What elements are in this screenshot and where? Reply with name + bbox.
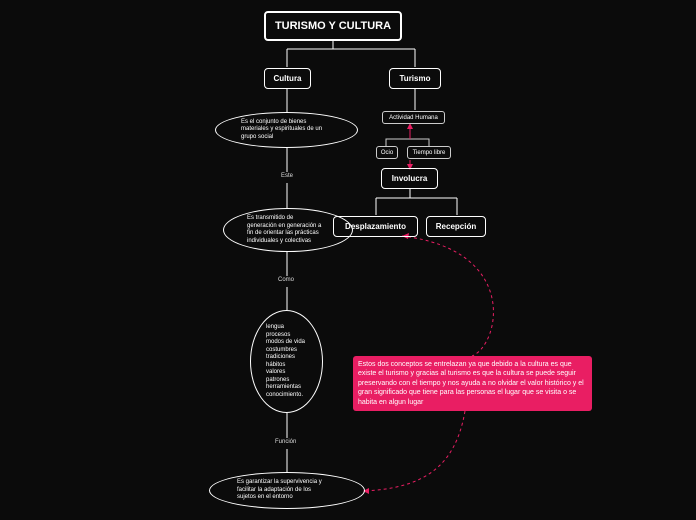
node-transmitido[interactable]: Es transmitido de generación en generaci… xyxy=(223,208,353,252)
label-como: Como xyxy=(276,276,297,284)
definicion-cultura-text: Es el conjunto de bienes materiales y es… xyxy=(241,118,323,140)
node-tiempo-libre[interactable]: Tiempo libre xyxy=(407,146,451,159)
node-elementos[interactable]: lengua procesos modos de vida costumbres… xyxy=(250,310,323,413)
node-ocio[interactable]: Ocio xyxy=(376,146,398,159)
funcion-text: Es garantizar la supervivencia y facilit… xyxy=(237,479,322,501)
node-actividad-humana[interactable]: Actividad Humana xyxy=(382,111,445,124)
node-funcion[interactable]: Es garantizar la supervivencia y facilit… xyxy=(209,472,365,509)
label-funcion: Función xyxy=(273,438,299,446)
map-title[interactable]: TURISMO Y CULTURA xyxy=(264,11,402,41)
elementos-text: lengua procesos modos de vida costumbres… xyxy=(266,324,306,398)
node-involucra[interactable]: Involucra xyxy=(381,168,438,189)
node-turismo[interactable]: Turismo xyxy=(389,68,441,89)
relation-note[interactable]: Estos dos conceptos se entrelazan ya que… xyxy=(353,356,592,411)
node-definicion-cultura[interactable]: Es el conjunto de bienes materiales y es… xyxy=(215,112,358,148)
node-recepcion[interactable]: Recepción xyxy=(426,216,486,237)
transmitido-text: Es transmitido de generación en generaci… xyxy=(247,215,322,244)
node-cultura[interactable]: Cultura xyxy=(264,68,311,89)
label-este: Este xyxy=(279,172,296,180)
